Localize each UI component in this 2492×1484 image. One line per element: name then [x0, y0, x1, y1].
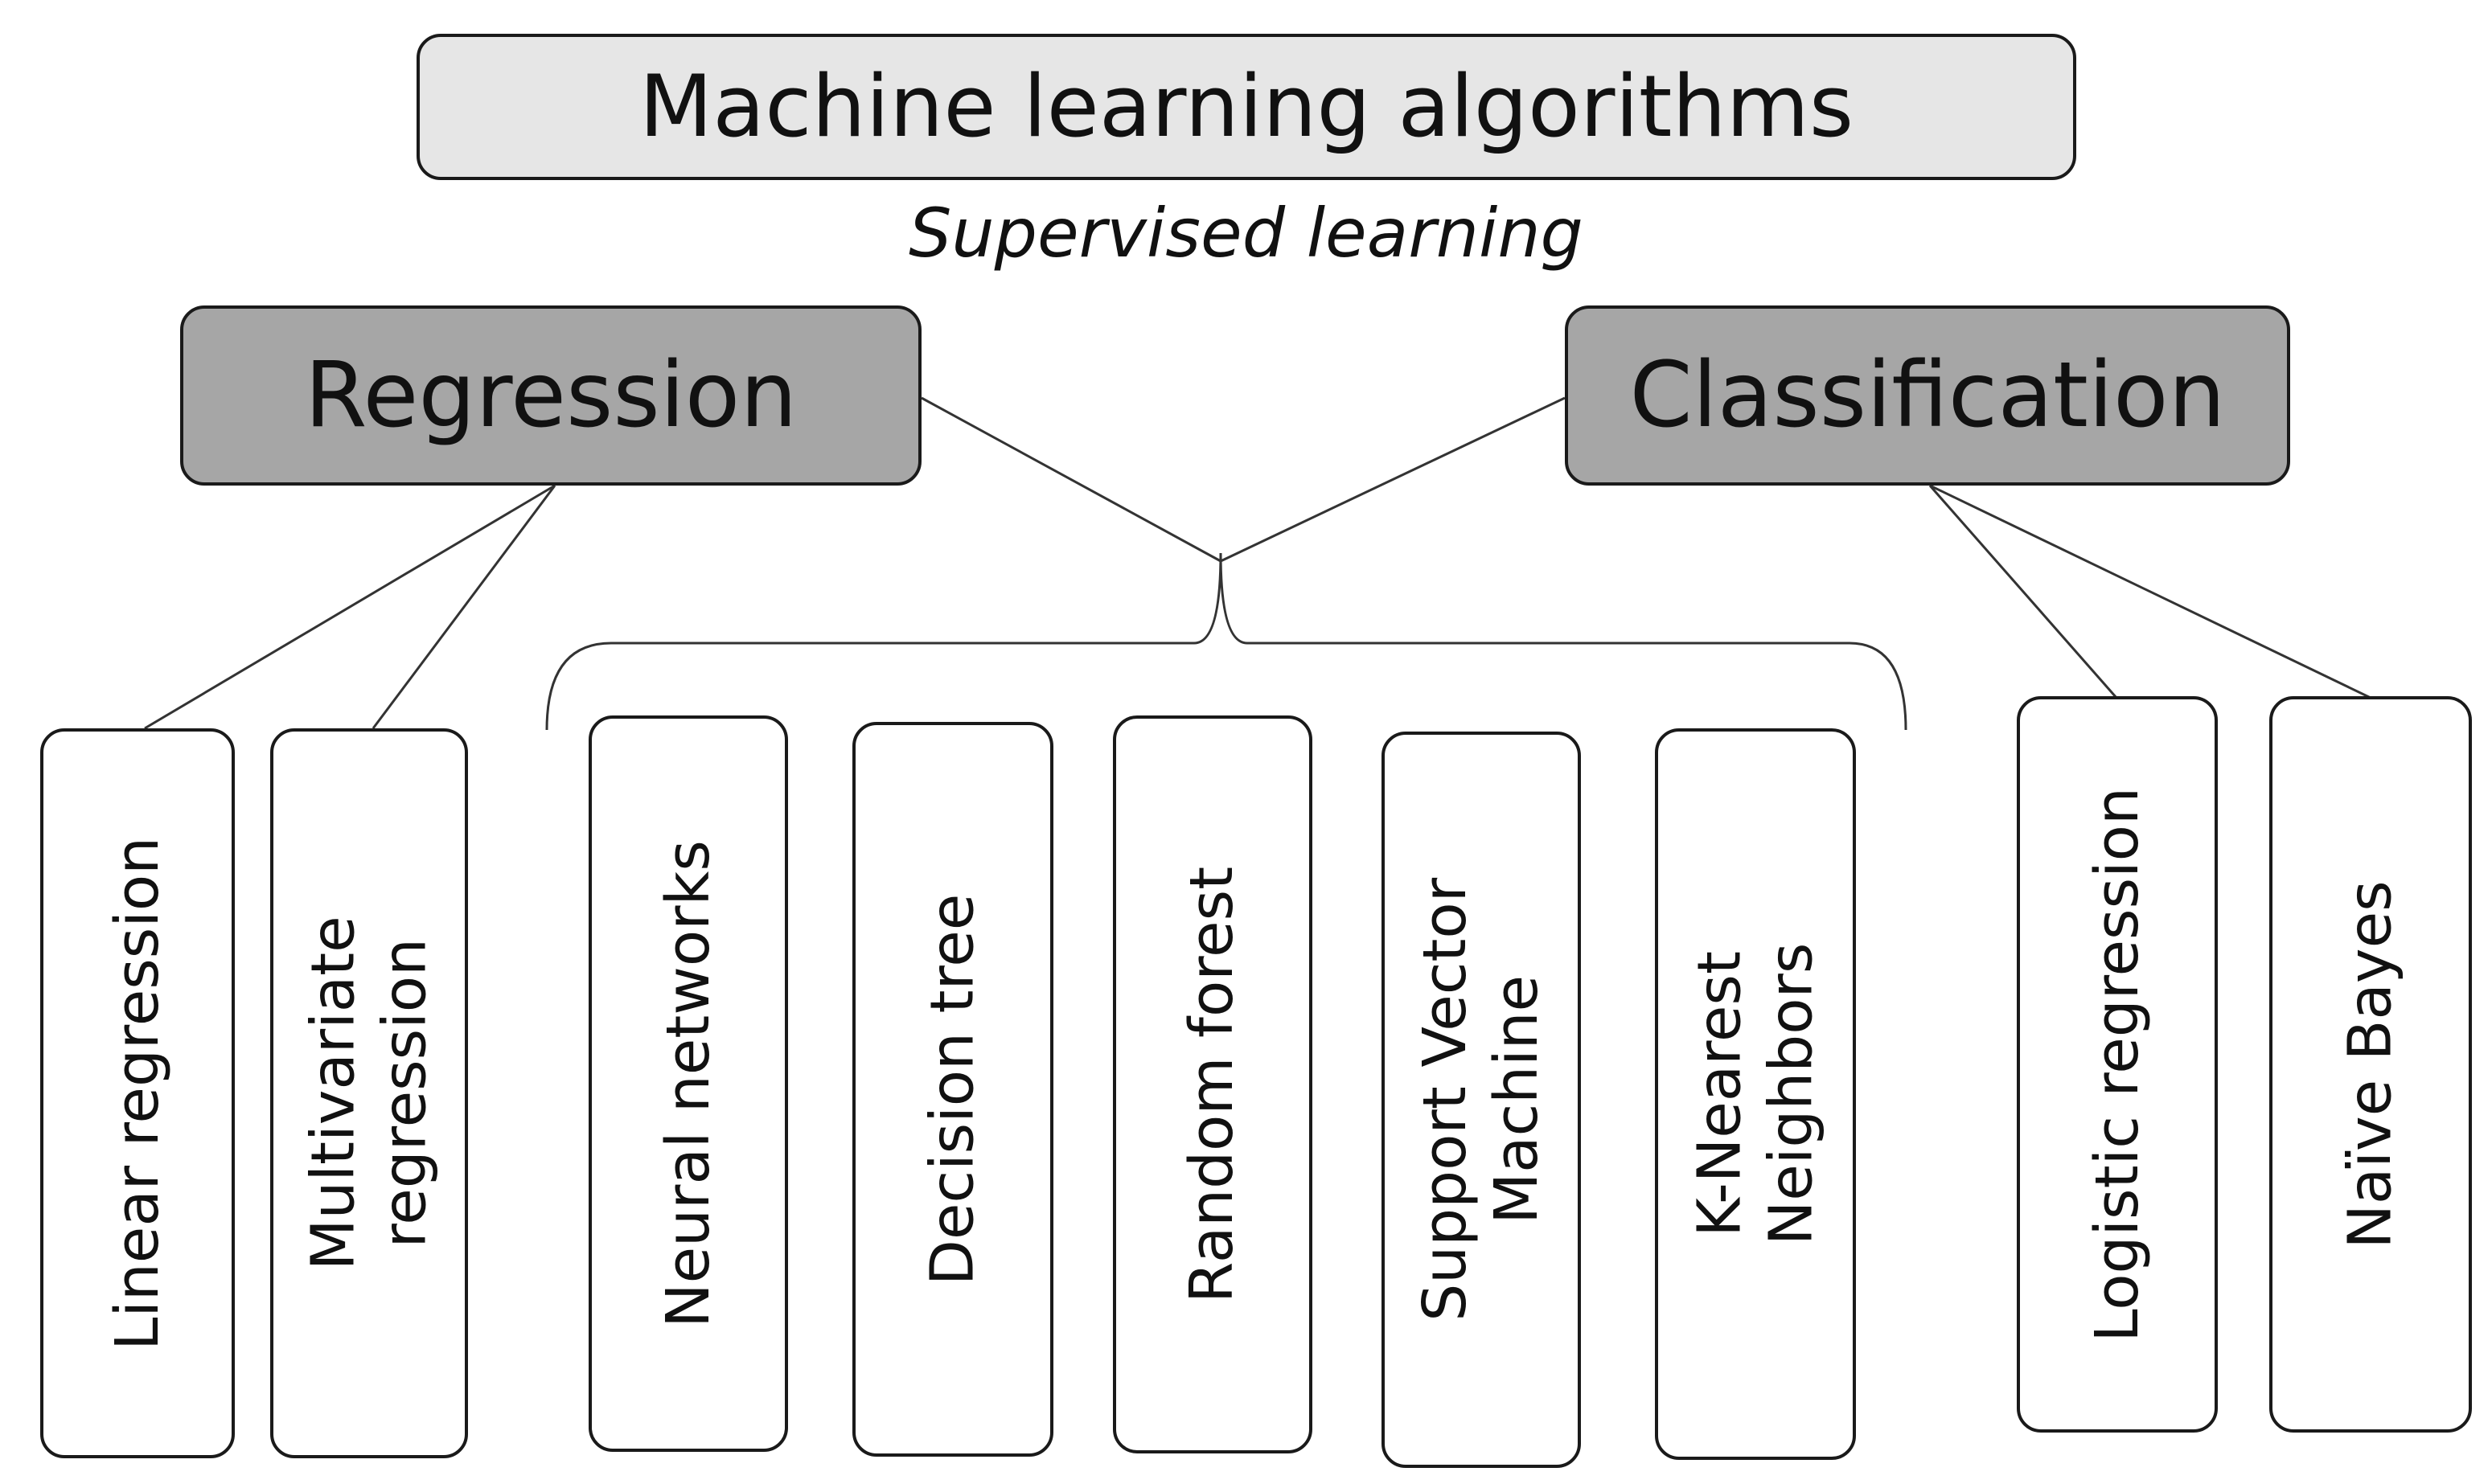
- k-nearest-neighbors-label: K-Nearest Neighbors: [1685, 942, 1826, 1246]
- connector-classification-logistic: [1928, 485, 2118, 699]
- support-vector-machine-label: Support Vector Machine: [1410, 878, 1552, 1322]
- decision-tree-label: Decision tree: [918, 893, 987, 1285]
- shared-algorithms-brace: [545, 552, 1907, 731]
- multivariate-regression-label: Multivariate regression: [298, 916, 439, 1271]
- classification-label: Classification: [1629, 343, 2226, 448]
- subtitle: Supervised learning: [909, 194, 1583, 273]
- connector-regression-linear: [144, 484, 556, 730]
- title-box: Machine learning algorithms: [417, 34, 2076, 180]
- random-forest-box: Random forest: [1113, 715, 1312, 1453]
- logistic-regression-label: Logistic regression: [2082, 786, 2152, 1343]
- naive-bayes-box: Naïve Bayes: [2269, 696, 2472, 1433]
- decision-tree-box: Decision tree: [852, 722, 1053, 1457]
- linear-regression-box: Linear regression: [40, 728, 235, 1458]
- connector-classification-shared: [1220, 396, 1566, 563]
- diagram-title: Machine learning algorithms: [638, 57, 1854, 156]
- neural-networks-box: Neural networks: [589, 715, 788, 1452]
- support-vector-machine-box: Support Vector Machine: [1381, 732, 1581, 1468]
- regression-box: Regression: [180, 305, 922, 486]
- logistic-regression-box: Logistic regression: [2017, 696, 2218, 1433]
- connector-regression-shared: [921, 396, 1221, 563]
- regression-label: Regression: [304, 343, 798, 448]
- classification-box: Classification: [1565, 305, 2290, 486]
- random-forest-label: Random forest: [1177, 866, 1247, 1303]
- connector-classification-naive: [1929, 484, 2371, 699]
- k-nearest-neighbors-box: K-Nearest Neighbors: [1655, 728, 1856, 1460]
- neural-networks-label: Neural networks: [653, 839, 723, 1328]
- naive-bayes-label: Naïve Bayes: [2335, 879, 2405, 1249]
- multivariate-regression-box: Multivariate regression: [270, 728, 468, 1458]
- linear-regression-label: Linear regression: [102, 836, 172, 1351]
- connector-regression-multivariate: [372, 485, 556, 729]
